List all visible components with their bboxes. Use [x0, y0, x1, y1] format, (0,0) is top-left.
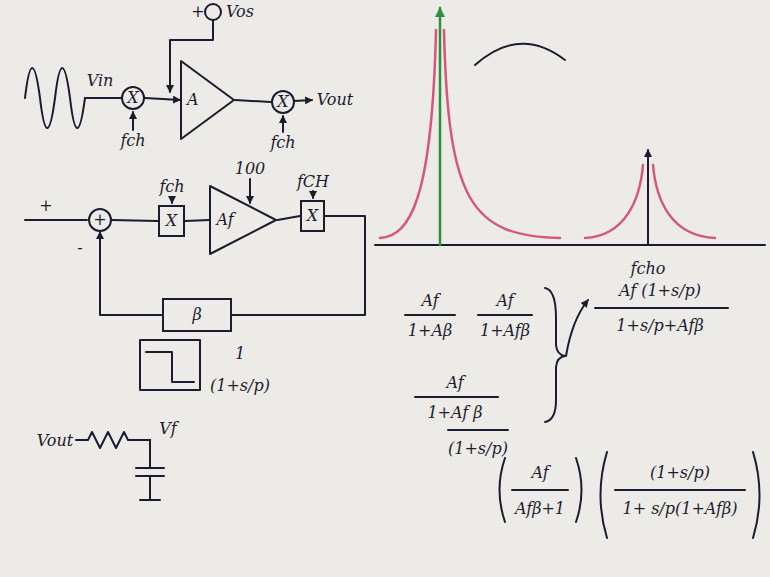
triangle-outline	[181, 61, 234, 139]
gain-arrow	[249, 179, 251, 203]
label-text: (1+s/p)	[650, 463, 710, 482]
circle-outline	[89, 209, 111, 231]
label-text: 1+Aβ	[408, 321, 452, 340]
label-text: 1+s/p+Afβ	[616, 316, 703, 335]
node-text: Af	[216, 211, 233, 229]
input-wire	[25, 219, 87, 221]
circle-outline	[272, 91, 294, 113]
connector	[232, 216, 365, 315]
connector	[277, 216, 300, 220]
label-text: Af (1+s/p)	[619, 281, 701, 300]
node-text: X	[166, 212, 177, 230]
fraction-bar	[405, 314, 455, 316]
label-text: Af	[496, 291, 513, 310]
offset-source	[205, 4, 221, 20]
label-text: +	[39, 196, 52, 215]
label-text: Af	[446, 373, 463, 392]
frequency-axis	[375, 244, 765, 246]
label-text: Vos	[226, 2, 254, 21]
node-text: X	[277, 93, 288, 111]
label-text: fCH	[297, 172, 329, 191]
label-text: 1+ s/p(1+Afβ)	[622, 499, 737, 518]
paren	[601, 452, 608, 538]
fraction-bar	[415, 396, 498, 398]
spectral-line	[647, 150, 649, 245]
output-arrow	[294, 100, 312, 101]
filter-symbol	[140, 340, 200, 390]
circle-outline	[122, 87, 144, 109]
summing-junction: +	[88, 208, 112, 232]
label-text: (1+s/p)	[448, 439, 508, 458]
connector	[235, 100, 271, 102]
label-text: Vout	[317, 90, 353, 109]
multiplier-circle: X	[121, 86, 145, 110]
clock-arrow	[171, 197, 173, 203]
label-text: Vin	[87, 71, 114, 90]
clock-arrow	[312, 191, 314, 198]
amplifier-triangle: A	[180, 60, 235, 140]
fraction-bar	[595, 307, 728, 309]
fraction-bar	[615, 489, 745, 491]
label-text: 1	[235, 344, 245, 363]
derivation-arrow	[566, 300, 588, 356]
node-text: X	[307, 207, 318, 225]
input-sine	[25, 68, 85, 128]
chopper-box: X	[158, 205, 185, 237]
fraction-bar	[448, 429, 508, 431]
noise-curve	[380, 30, 436, 238]
chopper-box: X	[300, 200, 325, 232]
offset-wire	[170, 20, 213, 92]
connector	[185, 220, 209, 221]
connector	[112, 220, 158, 221]
clock-arrow	[132, 112, 134, 130]
node-text: A	[187, 91, 199, 109]
noise-curve	[653, 165, 715, 238]
label-text: fch	[120, 131, 145, 150]
label-text: (1+s/p)	[210, 376, 270, 395]
clock-arrow	[282, 116, 284, 132]
amplifier-triangle: Af	[209, 185, 277, 255]
label-text: 1+Af β	[427, 403, 482, 422]
label-text: Af	[421, 291, 438, 310]
label-text: fch	[159, 177, 184, 196]
paren	[500, 458, 506, 522]
connector	[145, 98, 180, 100]
multiplier-circle: X	[271, 90, 295, 114]
paren	[753, 452, 760, 538]
noise-curve	[444, 30, 560, 238]
filter-response	[146, 352, 194, 382]
paren	[576, 458, 582, 522]
connector	[100, 232, 162, 315]
capacitor-symbol	[136, 440, 164, 500]
label-text: Af	[531, 463, 548, 482]
fraction-bar	[478, 314, 532, 316]
feedback-box: β	[162, 298, 232, 332]
label-text: -	[77, 238, 82, 257]
node-text: +	[93, 211, 106, 229]
label-text: Afβ+1	[515, 499, 565, 518]
resistor-symbol	[76, 432, 150, 448]
label-text: Vout	[37, 431, 73, 450]
label-text: fcho	[631, 259, 666, 278]
label-text: +	[191, 2, 204, 21]
fraction-bar	[512, 489, 568, 491]
brace	[545, 288, 565, 422]
triangle-outline	[210, 186, 276, 254]
wire	[85, 97, 121, 99]
label-text: 1+Afβ	[480, 321, 530, 340]
label-text: fch	[270, 133, 295, 152]
dc-line	[439, 8, 442, 245]
node-text: β	[192, 306, 201, 324]
noise-curve	[585, 165, 643, 238]
label-text: 100	[235, 159, 266, 178]
label-text: Vf	[159, 419, 176, 438]
node-text: X	[127, 89, 138, 107]
shift-arc	[475, 44, 565, 65]
